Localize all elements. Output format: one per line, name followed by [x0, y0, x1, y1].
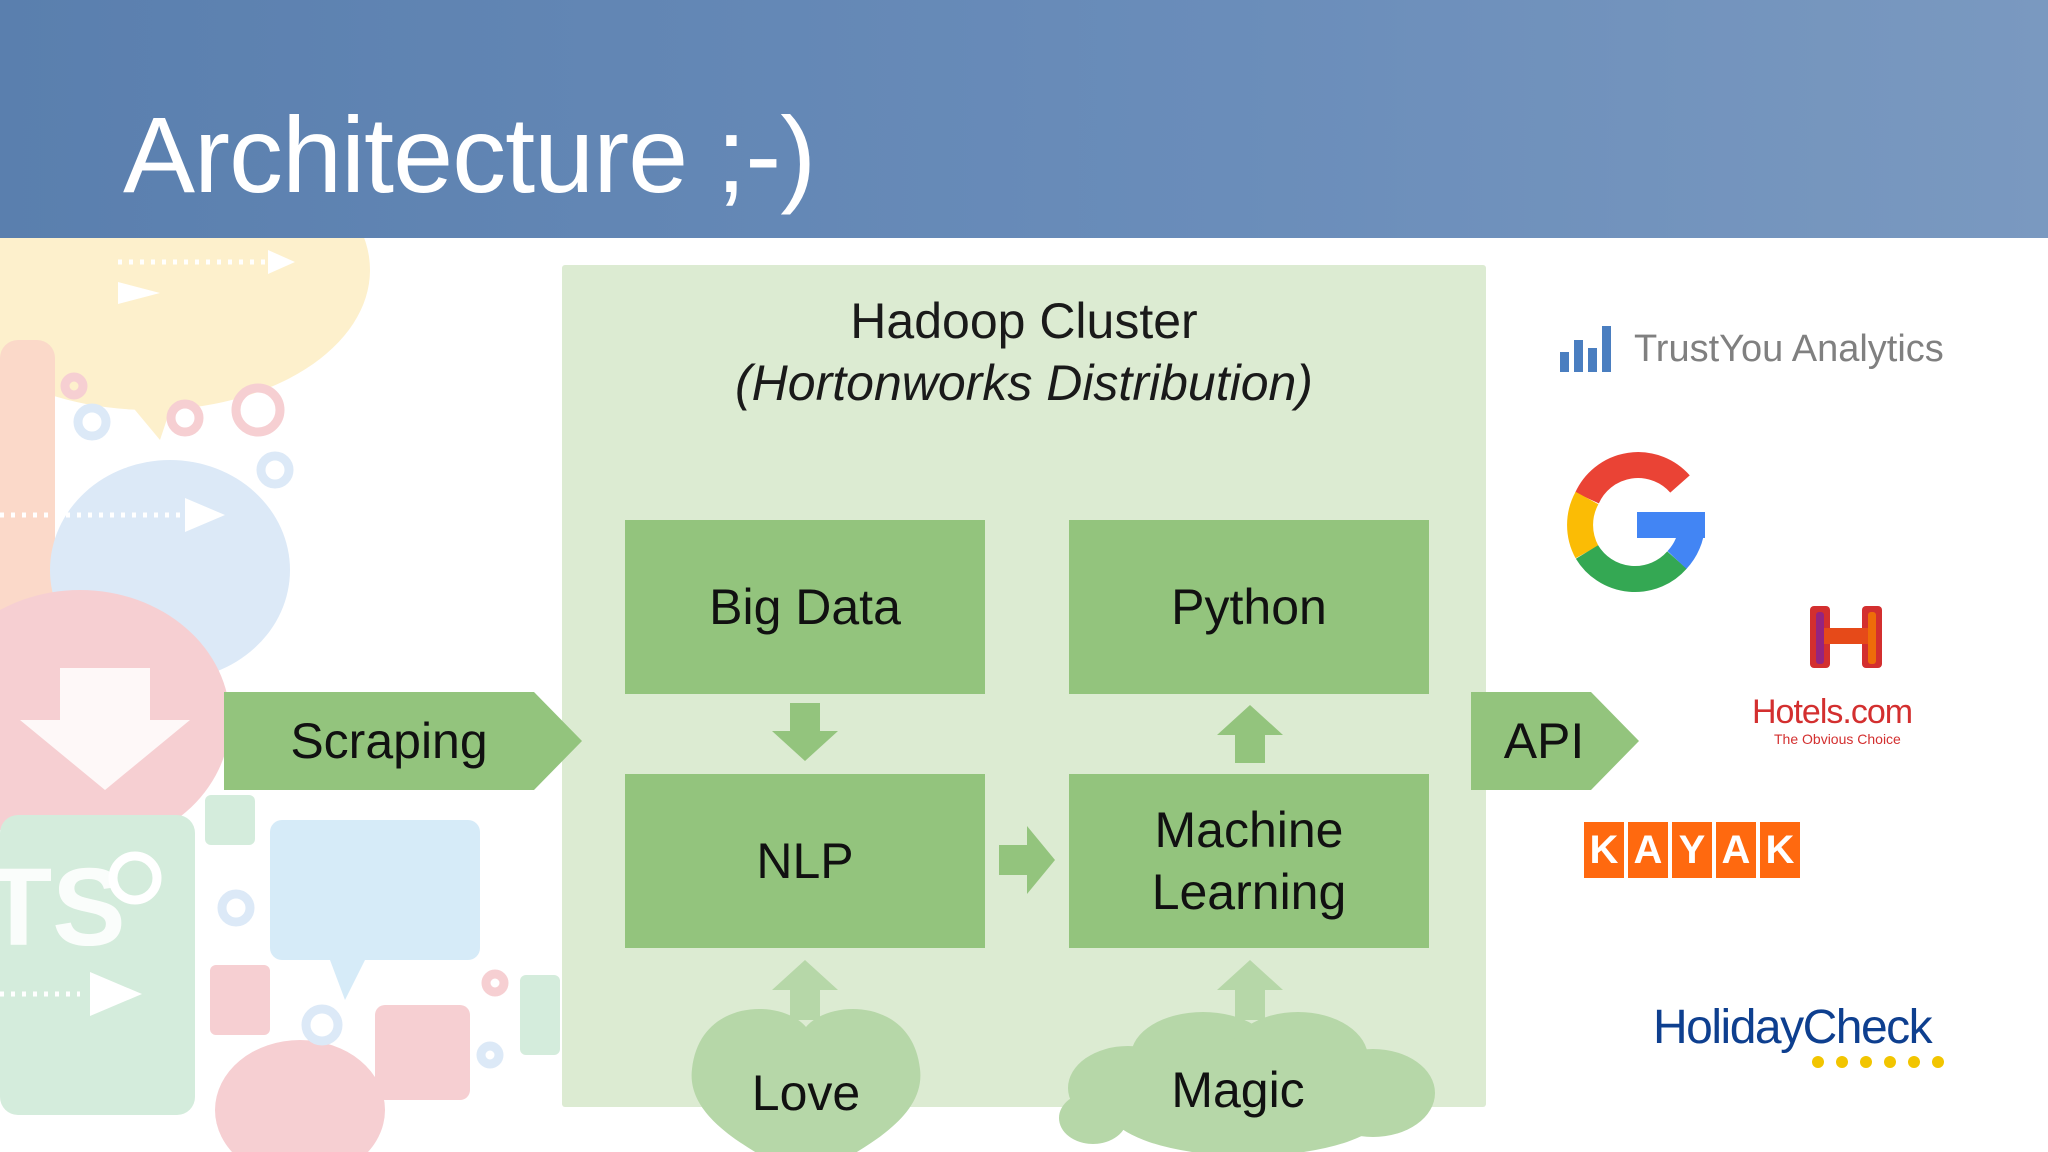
nlp-box: NLP — [625, 774, 985, 948]
kayak-letter: A — [1628, 822, 1668, 878]
trustyou-logo-text: TrustYou Analytics — [1634, 328, 1944, 370]
svg-text:TS: TS — [0, 846, 126, 969]
slide-title: Architecture ;-) — [123, 94, 816, 215]
python-box: Python — [1069, 520, 1429, 694]
big-data-label: Big Data — [709, 579, 901, 635]
magic-cloud-shape — [1059, 1012, 1435, 1152]
holidaycheck-stars-icon — [1812, 1056, 1944, 1068]
kayak-letter: K — [1760, 822, 1800, 878]
arrow-up-love-to-nlp — [772, 960, 838, 1020]
trustyou-bars-icon — [1560, 326, 1611, 372]
scraping-label: Scraping — [290, 713, 488, 769]
api-label: API — [1503, 713, 1585, 769]
cluster-title: Hadoop Cluster (Hortonworks Distribution… — [562, 290, 1486, 414]
arrow-down-bigdata-to-nlp — [772, 703, 838, 761]
machine-learning-label: Machine Learning — [1151, 802, 1347, 920]
love-heart-shape — [691, 1009, 921, 1152]
hotels-h-icon — [1810, 606, 1882, 668]
magic-label: Magic — [1171, 1062, 1305, 1118]
love-label: Love — [751, 1065, 861, 1121]
big-data-box: Big Data — [625, 520, 985, 694]
header-bar — [0, 0, 2048, 238]
arrow-right-nlp-to-ml — [999, 826, 1055, 894]
google-g-icon — [1567, 452, 1705, 593]
api-arrow — [1471, 692, 1639, 790]
hotels-tagline: The Obvious Choice — [1774, 731, 1901, 747]
cluster-subtitle: (Hortonworks Distribution) — [735, 355, 1313, 411]
background-illustration: TS — [0, 238, 560, 1152]
kayak-letter: A — [1716, 822, 1756, 878]
arrow-up-ml-to-python — [1217, 705, 1283, 763]
python-label: Python — [1171, 579, 1327, 635]
kayak-logo: K A Y A K — [1584, 822, 1800, 878]
scraping-arrow — [224, 692, 582, 790]
kayak-letter: Y — [1672, 822, 1712, 878]
kayak-letter: K — [1584, 822, 1624, 878]
cluster-title-text: Hadoop Cluster — [850, 293, 1198, 349]
holidaycheck-logo-text: HolidayCheck — [1653, 1001, 1933, 1054]
hotels-logo-text: Hotels.com — [1752, 693, 1913, 731]
arrow-up-magic-to-ml — [1217, 960, 1283, 1020]
nlp-label: NLP — [756, 833, 854, 889]
machine-learning-box: Machine Learning — [1069, 774, 1429, 948]
